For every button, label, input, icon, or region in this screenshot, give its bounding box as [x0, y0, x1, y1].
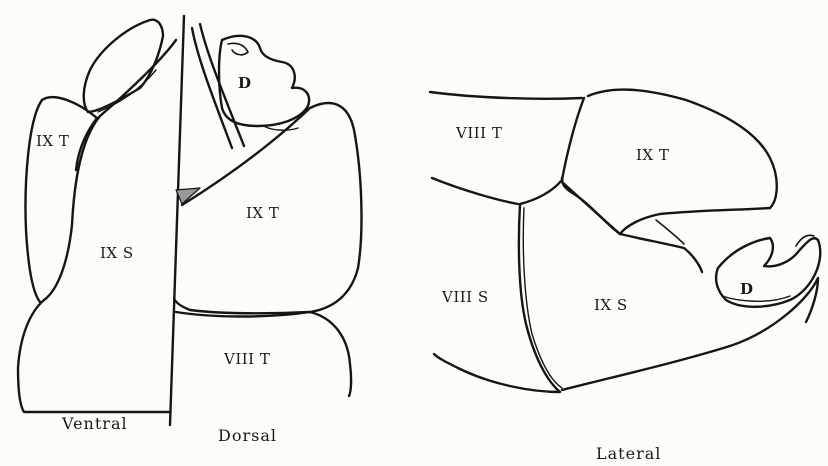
- label-d-dorsal: D: [238, 74, 252, 92]
- midline: [170, 16, 184, 425]
- left-figure-outlines: [18, 16, 361, 425]
- rod: [192, 24, 244, 148]
- caption-dorsal: Dorsal: [218, 426, 277, 445]
- valve-plate: [84, 20, 163, 112]
- viii-tergite-lower: [432, 178, 518, 204]
- label-ix-tergite-ventral: IX T: [36, 132, 69, 150]
- ix-sternite-upper: [562, 182, 702, 272]
- viii-tergite-top: [430, 92, 582, 99]
- d-structure: [219, 36, 309, 126]
- label-ix-tergite-lateral: IX T: [636, 146, 669, 164]
- caption-ventral: Ventral: [62, 414, 128, 433]
- label-ix-sternite-lateral: IX S: [594, 296, 628, 314]
- ix-sternite: [18, 40, 176, 412]
- label-viii-tergite-lateral: VIII T: [456, 124, 502, 142]
- ix-sternite-lateral: [562, 278, 818, 390]
- label-viii-tergite: VIII T: [224, 350, 270, 368]
- label-ix-sternite: IX S: [100, 244, 134, 262]
- label-d-lateral: D: [740, 280, 754, 298]
- viii-ix-divider: [520, 98, 584, 204]
- label-viii-sternite: VIII S: [442, 288, 489, 306]
- label-ix-tergite-dorsal: IX T: [246, 204, 279, 222]
- caption-lateral: Lateral: [596, 444, 661, 463]
